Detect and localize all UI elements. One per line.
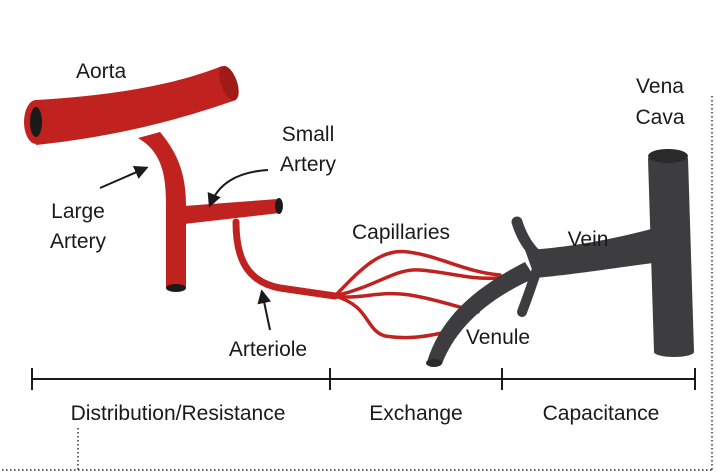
small-artery-arrow [207,169,269,208]
capillary-mid-upper [333,268,500,298]
section-label-capacitance: Capacitance [543,402,660,425]
label-small-artery-line2: Artery [280,153,337,176]
small-artery-vessel [184,199,280,224]
dotted-border [2,96,713,471]
vein-vessel [525,228,660,278]
vena-cava-vessel [648,158,694,352]
large-artery-vessel [138,132,186,288]
label-venule: Venule [466,326,530,349]
label-aorta: Aorta [76,60,127,83]
section-scale [31,368,696,390]
venous-vessels [426,149,694,367]
vena-cava-top-opening [648,149,688,163]
small-artery-end [275,198,283,214]
vena-cava-bottom [654,347,694,357]
label-vena-cava-line2: Cava [635,106,684,129]
venule-vessel [427,262,535,364]
vessel-labels: Aorta Vena Cava Small Artery Large Arter… [50,60,685,361]
aorta-vessel [36,66,236,145]
label-large-artery-line1: Large [51,200,105,223]
arteriole-vessel [232,218,339,300]
label-small-artery-line1: Small [282,123,335,146]
label-large-artery-line2: Artery [50,230,107,253]
large-artery-end [166,284,186,292]
large-artery-arrow [99,166,149,189]
section-label-exchange: Exchange [369,402,462,425]
section-labels: Distribution/Resistance Exchange Capacit… [71,402,660,425]
aorta-lumen [30,107,42,137]
aorta-end-cap [219,65,239,101]
label-vein: Vein [568,228,609,251]
pointer-arrows [99,166,272,331]
label-vena-cava-line1: Vena [636,75,684,98]
section-label-distribution: Distribution/Resistance [71,402,286,425]
capillary-upper [333,249,502,298]
label-arteriole: Arteriole [229,338,307,361]
capillary-lower [333,294,457,340]
label-capillaries: Capillaries [352,221,450,244]
venule-end [426,359,442,367]
arterial-vessels [24,65,339,300]
arteriole-arrow [257,289,272,331]
